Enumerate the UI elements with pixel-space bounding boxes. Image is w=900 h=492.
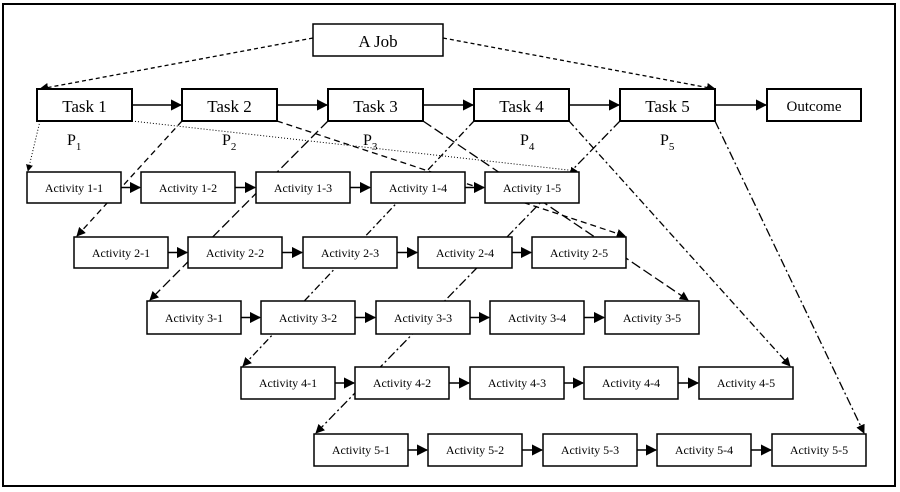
diagram-frame [2, 3, 896, 487]
activity-node: Activity 5-5 [771, 433, 867, 467]
job-node: A Job [312, 23, 444, 57]
connector-task3-activity [422, 120, 689, 301]
priority-label-2: P2 [222, 132, 236, 153]
task-label: Task 2 [207, 97, 252, 116]
activity-node: Activity 2-2 [187, 236, 283, 269]
outcome-label: Outcome [787, 99, 842, 115]
activity-node: Activity 5-3 [542, 433, 638, 467]
activity-label: Activity 1-3 [274, 181, 332, 195]
activity-grid: Activity 1-1 Activity 1-2 Activity 1-3 A… [26, 171, 867, 467]
activity-label: Activity 5-2 [446, 443, 504, 457]
activity-node: Activity 1-3 [255, 171, 351, 204]
activity-label: Activity 1-5 [503, 181, 561, 195]
activity-node: Activity 4-5 [698, 366, 794, 400]
activity-label: Activity 2-5 [550, 246, 608, 260]
priority-label-5: P5 [660, 132, 675, 153]
task-node-1: Task 1 [36, 88, 133, 122]
job-label: A Job [358, 32, 397, 51]
task-label: Task 1 [62, 97, 107, 116]
activity-node: Activity 3-2 [260, 300, 356, 335]
activity-row-3: Activity 3-1 Activity 3-2 Activity 3-3 A… [146, 300, 700, 335]
activity-row-2: Activity 2-1 Activity 2-2 Activity 2-3 A… [73, 236, 627, 269]
activity-label: Activity 1-4 [389, 181, 447, 195]
task-node-5: Task 5 [619, 88, 716, 122]
activity-label: Activity 4-5 [717, 376, 775, 390]
task-node-4: Task 4 [473, 88, 570, 122]
priority-label-1: P1 [67, 132, 81, 153]
task-label: Task 3 [353, 97, 398, 116]
activity-node: Activity 1-5 [484, 171, 580, 204]
activity-node: Activity 2-1 [73, 236, 169, 269]
activity-label: Activity 5-5 [790, 443, 848, 457]
task-node-3: Task 3 [327, 88, 424, 122]
activity-label: Activity 3-3 [394, 311, 452, 325]
activity-node: Activity 2-4 [417, 236, 513, 269]
activity-node: Activity 5-4 [656, 433, 752, 467]
activity-node: Activity 1-2 [140, 171, 236, 204]
activity-node: Activity 3-3 [375, 300, 471, 335]
activity-node: Activity 2-3 [302, 236, 398, 269]
connector-task2-activity [76, 120, 183, 237]
activity-label: Activity 5-1 [332, 443, 390, 457]
task-node-2: Task 2 [181, 88, 278, 122]
activity-label: Activity 1-2 [159, 181, 217, 195]
activity-label: Activity 2-4 [436, 246, 494, 260]
activity-row-1: Activity 1-1 Activity 1-2 Activity 1-3 A… [26, 171, 580, 204]
activity-label: Activity 2-1 [92, 246, 150, 260]
activity-label: Activity 2-3 [321, 246, 379, 260]
priority-label-3: P3 [363, 132, 378, 153]
activity-label: Activity 4-2 [373, 376, 431, 390]
activity-node: Activity 1-1 [26, 171, 122, 204]
activity-node: Activity 3-1 [146, 300, 242, 335]
activity-row-5: Activity 5-1 Activity 5-2 Activity 5-3 A… [313, 433, 867, 467]
activity-node: Activity 1-4 [370, 171, 466, 204]
task-label: Task 4 [499, 97, 544, 116]
connectors [26, 37, 865, 456]
activity-label: Activity 3-2 [279, 311, 337, 325]
activity-label: Activity 4-3 [488, 376, 546, 390]
activity-label: Activity 2-2 [206, 246, 264, 260]
activity-label: Activity 1-1 [45, 181, 103, 195]
connector-task3-activity [149, 120, 329, 301]
activity-label: Activity 4-1 [259, 376, 317, 390]
connector-job-task1 [39, 37, 314, 92]
activity-node: Activity 4-3 [469, 366, 565, 400]
activity-node: Activity 5-2 [427, 433, 523, 467]
activity-label: Activity 3-5 [623, 311, 681, 325]
activity-node: Activity 4-4 [583, 366, 679, 400]
activity-label: Activity 3-1 [165, 311, 223, 325]
connector-task1-activity [26, 120, 41, 172]
outcome-node: Outcome [766, 88, 862, 122]
activity-label: Activity 5-3 [561, 443, 619, 457]
activity-row-4: Activity 4-1 Activity 4-2 Activity 4-3 A… [240, 366, 794, 400]
activity-node: Activity 4-2 [354, 366, 450, 400]
activity-node: Activity 2-5 [531, 236, 627, 269]
activity-label: Activity 5-4 [675, 443, 733, 457]
activity-label: Activity 3-4 [508, 311, 566, 325]
activity-node: Activity 3-5 [604, 300, 700, 335]
activity-node: Activity 4-1 [240, 366, 336, 400]
connector-task4-activity [568, 120, 791, 367]
activity-node: Activity 5-1 [313, 433, 409, 467]
connector-task5-activity [714, 120, 865, 434]
priority-label-4: P4 [520, 132, 535, 153]
connector-job-task5 [442, 37, 716, 92]
activity-label: Activity 4-4 [602, 376, 660, 390]
activity-node: Activity 3-4 [489, 300, 585, 335]
task-label: Task 5 [645, 97, 690, 116]
